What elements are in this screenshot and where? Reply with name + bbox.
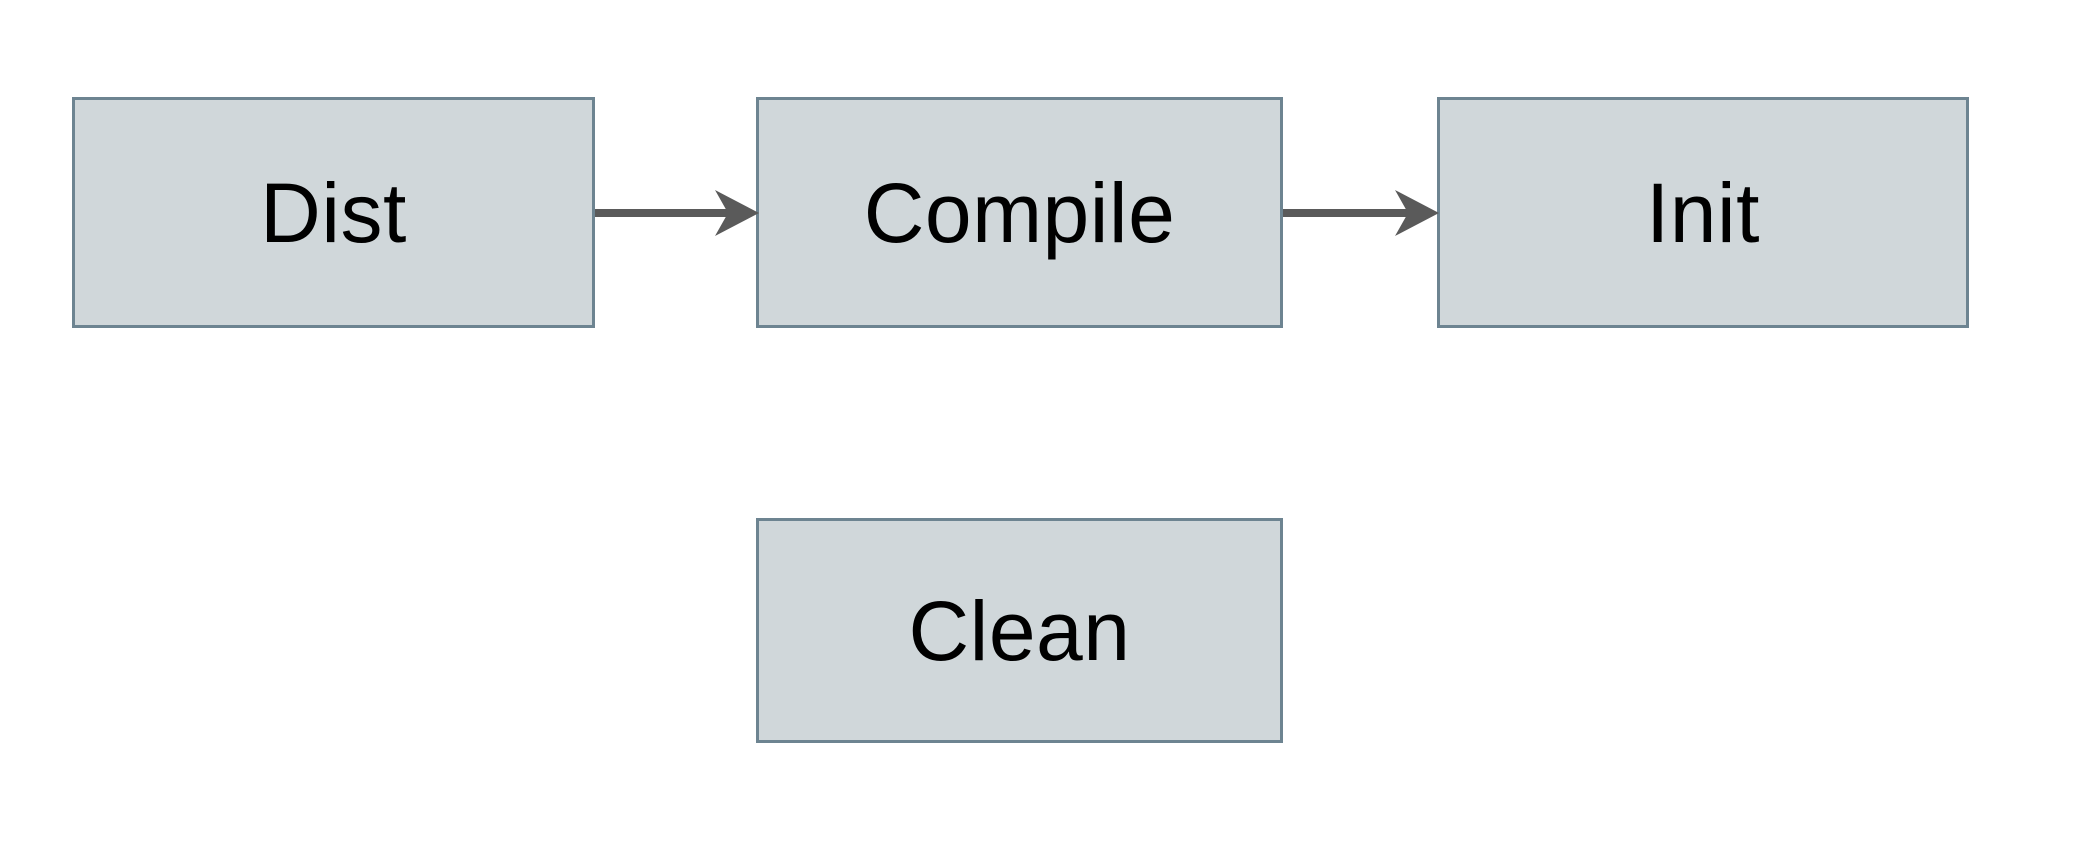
node-compile[interactable]: Compile (756, 97, 1283, 328)
arrowhead-right-icon (1395, 190, 1439, 236)
node-clean[interactable]: Clean (756, 518, 1283, 743)
node-init-label: Init (1645, 165, 1761, 260)
node-compile-label: Compile (863, 165, 1176, 260)
node-dist[interactable]: Dist (72, 97, 595, 328)
edge-compile-to-init[interactable] (1280, 178, 1442, 248)
node-dist-label: Dist (260, 165, 407, 260)
node-init[interactable]: Init (1437, 97, 1969, 328)
edge-dist-to-compile[interactable] (592, 178, 762, 248)
arrowhead-right-icon (715, 190, 759, 236)
node-clean-label: Clean (908, 583, 1131, 678)
